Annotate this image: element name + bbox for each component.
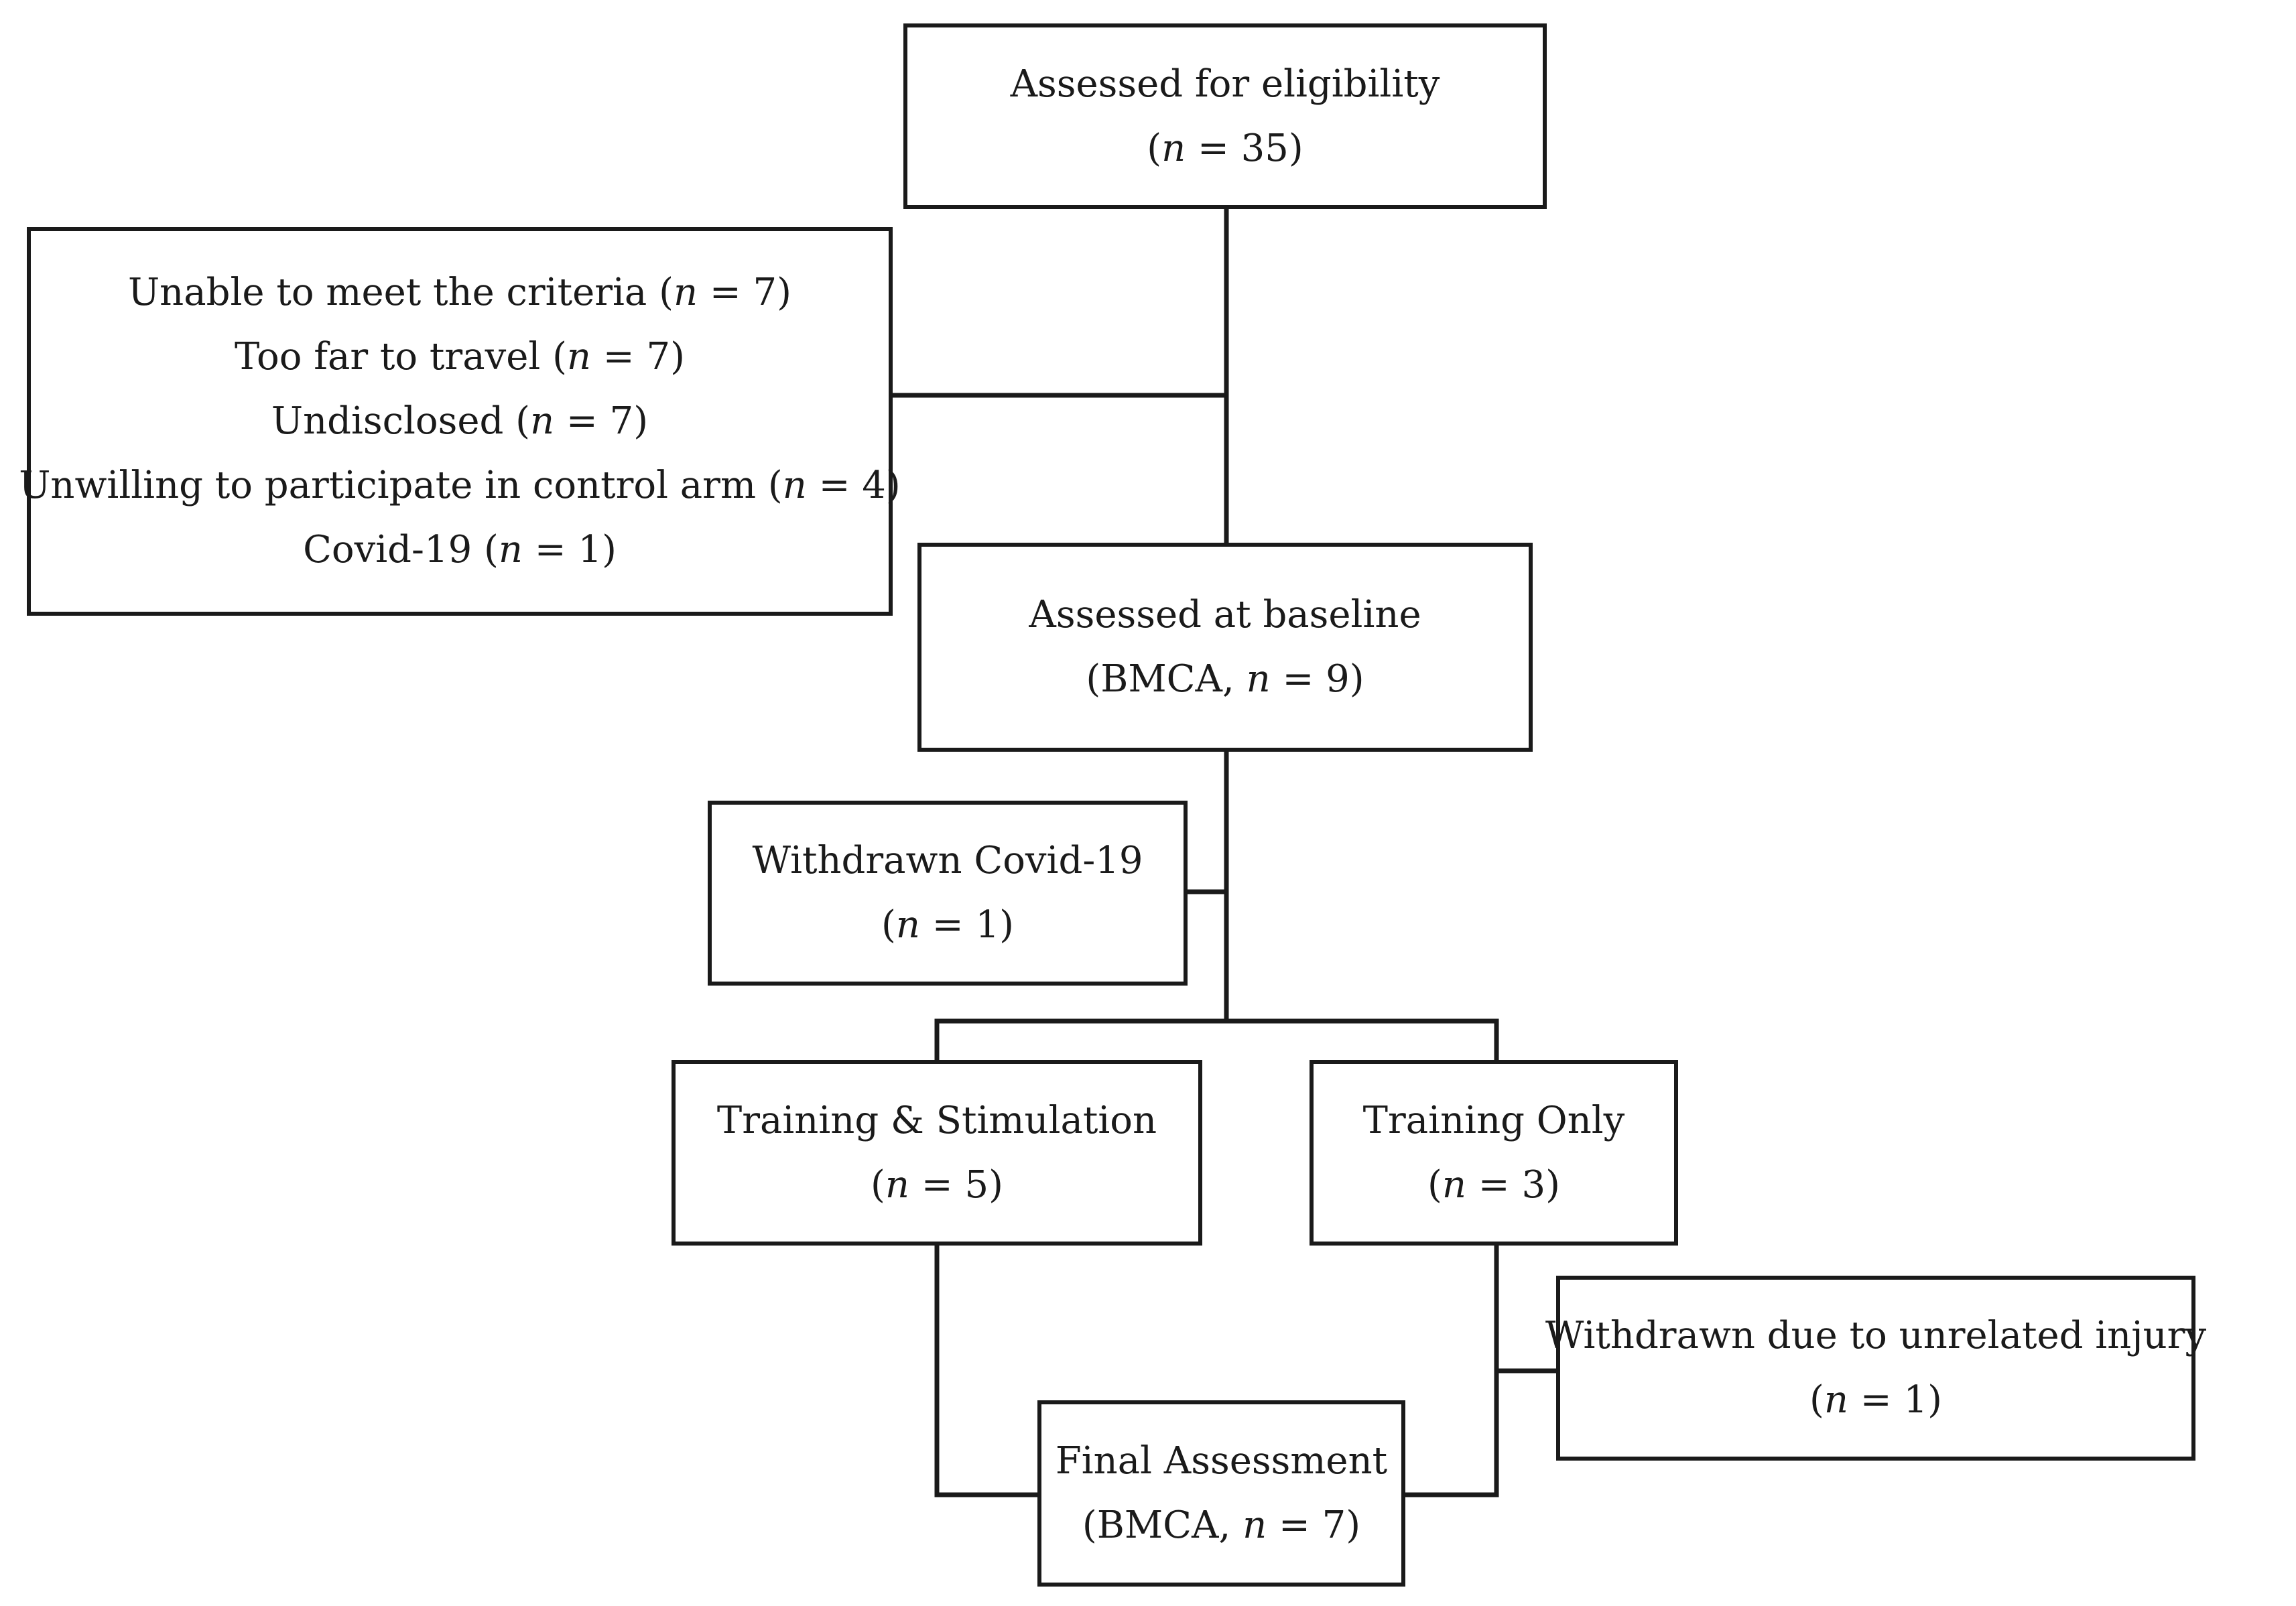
- sample-size-symbol: n: [782, 464, 807, 507]
- sample-size-value: = 7): [591, 335, 685, 379]
- withdrawn-injury-line-1: Withdrawn due to unrelated injury: [1545, 1304, 2206, 1368]
- excluded-box: Unable to meet the criteria (n = 7)Too f…: [19, 227, 901, 616]
- excluded-line-4: Unwilling to participate in control arm …: [19, 454, 901, 518]
- node-text: Final Assessment: [1055, 1439, 1388, 1483]
- sample-size-symbol: n: [1242, 1503, 1267, 1547]
- sample-size-symbol: n: [1246, 657, 1271, 701]
- sample-size-value: = 7): [1267, 1503, 1361, 1547]
- node-text: (: [1809, 1378, 1824, 1422]
- sample-size-symbol: n: [1442, 1162, 1466, 1207]
- excluded-line-3: Undisclosed (n = 7): [271, 389, 648, 454]
- node-text: (: [871, 1162, 885, 1207]
- sample-size-value: = 1): [1848, 1378, 1942, 1422]
- training-stim-line-2: (n = 5): [871, 1153, 1003, 1217]
- sample-size-value: = 1): [919, 903, 1014, 947]
- sample-size-value: = 5): [909, 1162, 1003, 1207]
- node-text: Withdrawn due to unrelated injury: [1545, 1314, 2207, 1357]
- sample-size-value: = 4): [806, 464, 901, 507]
- baseline-line-2: (BMCA, n = 9): [1086, 647, 1364, 712]
- sample-size-value: = 7): [554, 399, 649, 443]
- excluded-line-5: Covid-19 (n = 1): [303, 518, 617, 582]
- node-text: Unwilling to participate in control arm …: [19, 464, 783, 507]
- node-text: (BMCA,: [1082, 1503, 1243, 1547]
- final-line-1: Final Assessment: [1056, 1429, 1387, 1493]
- training-stim-line-1: Training & Stimulation: [717, 1089, 1157, 1153]
- eligibility-line-2: (n = 35): [1147, 117, 1303, 181]
- sample-size-symbol: n: [673, 271, 698, 314]
- node-text: (: [881, 903, 896, 947]
- node-text: Undisclosed (: [271, 399, 531, 443]
- eligibility-box: Assessed for eligibility (n = 35): [903, 23, 1547, 209]
- final-line-2: (BMCA, n = 7): [1082, 1493, 1360, 1558]
- baseline-line-1: Assessed at baseline: [1029, 583, 1421, 647]
- node-text: Covid-19 (: [303, 528, 499, 572]
- excluded-line-1: Unable to meet the criteria (n = 7): [128, 261, 791, 325]
- sample-size-symbol: n: [1824, 1378, 1848, 1422]
- excluded-line-2: Too far to travel (n = 7): [235, 325, 685, 389]
- sample-size-value: = 35): [1186, 126, 1303, 170]
- node-text: (: [1147, 126, 1162, 170]
- eligibility-line-1: Assessed for eligibility: [1011, 52, 1440, 117]
- node-text: Too far to travel (: [234, 335, 567, 379]
- sample-size-value: = 1): [522, 528, 617, 572]
- training-only-box: Training Only (n = 3): [1310, 1060, 1678, 1246]
- node-text: Training & Stimulation: [716, 1098, 1157, 1142]
- withdrawn-injury-line-2: (n = 1): [1809, 1368, 1942, 1432]
- training-stimulation-box: Training & Stimulation (n = 5): [672, 1060, 1202, 1246]
- withdrawn-injury-box: Withdrawn due to unrelated injury (n = 1): [1545, 1276, 2206, 1461]
- node-text: Unable to meet the criteria (: [127, 271, 674, 314]
- withdrawn-covid-box: Withdrawn Covid-19 (n = 1): [708, 801, 1188, 986]
- training-only-line-1: Training Only: [1363, 1089, 1625, 1153]
- sample-size-symbol: n: [885, 1162, 909, 1207]
- sample-size-symbol: n: [1161, 126, 1186, 170]
- sample-size-symbol: n: [566, 335, 591, 379]
- training-only-line-2: (n = 3): [1427, 1153, 1560, 1217]
- node-text: Training Only: [1362, 1098, 1625, 1142]
- withdrawn-covid-line-1: Withdrawn Covid-19: [753, 829, 1143, 893]
- node-text: Withdrawn Covid-19: [752, 839, 1143, 882]
- final-assessment-box: Final Assessment (BMCA, n = 7): [1037, 1400, 1405, 1587]
- withdrawn-covid-line-2: (n = 1): [881, 893, 1014, 957]
- baseline-box: Assessed at baseline (BMCA, n = 9): [917, 543, 1533, 752]
- node-text: Assessed at baseline: [1029, 593, 1421, 637]
- sample-size-value: = 7): [698, 271, 792, 314]
- sample-size-value: = 9): [1270, 657, 1364, 701]
- sample-size-value: = 3): [1466, 1162, 1560, 1207]
- node-text: Assessed for eligibility: [1010, 62, 1440, 106]
- node-text: (: [1427, 1162, 1442, 1207]
- sample-size-symbol: n: [895, 903, 920, 947]
- node-text: (BMCA,: [1086, 657, 1247, 701]
- sample-size-symbol: n: [498, 528, 523, 572]
- sample-size-symbol: n: [530, 399, 555, 443]
